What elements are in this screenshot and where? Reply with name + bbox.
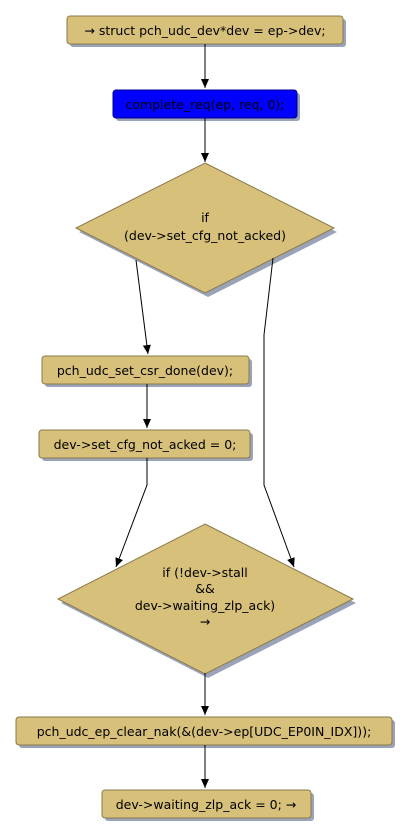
node-struct-dev-label: → struct pch_udc_dev*dev = ep->dev; <box>84 23 325 38</box>
node-clear-nak-label: pch_udc_ep_clear_nak(&(dev->ep[UDC_EP0IN… <box>37 724 372 739</box>
node-clear-cfg-not-acked-label: dev->set_cfg_not_acked = 0; <box>54 437 237 452</box>
decision-stall-zlp-ack-label-4: → <box>200 614 210 629</box>
node-set-csr-done-label: pch_udc_set_csr_done(dev); <box>57 363 233 378</box>
node-clear-zlp-ack: dev->waiting_zlp_ack = 0; → <box>101 789 314 821</box>
node-clear-cfg-not-acked: dev->set_cfg_not_acked = 0; <box>38 429 253 461</box>
node-struct-dev: → struct pch_udc_dev*dev = ep->dev; <box>66 15 346 47</box>
decision-stall-zlp-ack-label-1: if (!dev->stall <box>162 565 247 580</box>
edge-3-6 <box>263 257 295 568</box>
decision-set-cfg-not-acked-label-2: (dev->set_cfg_not_acked) <box>124 228 286 243</box>
node-complete-req-label: complete_req(ep, req, 0); <box>125 97 284 112</box>
node-complete-req: complete_req(ep, req, 0); <box>112 89 300 121</box>
decision-stall-zlp-ack: if (!dev->stall && dev->waiting_zlp_ack)… <box>56 523 356 678</box>
decision-stall-zlp-ack-label-2: && <box>195 581 215 596</box>
node-set-csr-done: pch_udc_set_csr_done(dev); <box>41 355 252 387</box>
node-clear-zlp-ack-label: dev->waiting_zlp_ack = 0; → <box>116 797 297 812</box>
edge-5-6 <box>115 458 148 568</box>
decision-set-cfg-not-acked-label-1: if <box>201 210 209 225</box>
decision-set-cfg-not-acked: if (dev->set_cfg_not_acked) <box>74 162 337 297</box>
edge-3-4 <box>135 259 151 355</box>
node-clear-nak: pch_udc_ep_clear_nak(&(dev->ep[UDC_EP0IN… <box>15 716 395 748</box>
decision-stall-zlp-ack-label-3: dev->waiting_zlp_ack) <box>135 598 275 613</box>
